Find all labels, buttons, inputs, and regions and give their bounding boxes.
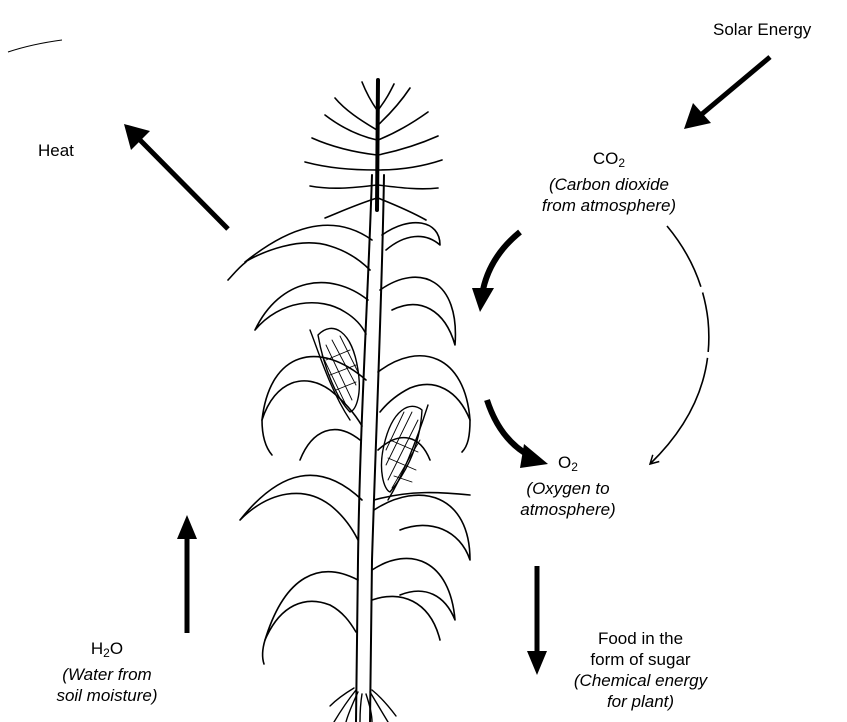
corn-ears [310, 328, 428, 500]
h2o-label: H2O (Water from soil moisture) [32, 638, 182, 706]
tassel [305, 80, 442, 220]
co2-formula: CO2 [524, 148, 694, 174]
co2-label: CO2 (Carbon dioxide from atmosphere) [524, 148, 694, 216]
o2-desc-line1: (Oxygen to [498, 478, 638, 499]
co2-desc-line2: from atmosphere) [524, 195, 694, 216]
co2-desc-line1: (Carbon dioxide [524, 174, 694, 195]
heat-label: Heat [38, 140, 74, 161]
food-line2: form of sugar [548, 649, 733, 670]
solar-energy-label: Solar Energy [713, 19, 811, 40]
o2-label: O2 (Oxygen to atmosphere) [498, 452, 638, 520]
food-line3: (Chemical energy [548, 670, 733, 691]
food-line1: Food in the [548, 628, 733, 649]
stray-mark [8, 40, 62, 52]
cycle-arrow [650, 226, 709, 464]
h2o-desc-line1: (Water from [32, 664, 182, 685]
food-down-arrow [527, 566, 547, 675]
water-uptake-arrow [177, 515, 197, 633]
leaves [228, 223, 470, 664]
food-line4: for plant) [548, 691, 733, 712]
roots [330, 688, 396, 722]
corn-plant [228, 80, 470, 722]
o2-formula: O2 [498, 452, 638, 478]
solar-energy-arrow [684, 57, 770, 129]
o2-desc-line2: atmosphere) [498, 499, 638, 520]
h2o-desc-line2: soil moisture) [32, 685, 182, 706]
co2-intake-arrow [472, 232, 520, 312]
heat-arrow [124, 124, 228, 229]
food-label: Food in the form of sugar (Chemical ener… [548, 628, 733, 712]
h2o-formula: H2O [32, 638, 182, 664]
